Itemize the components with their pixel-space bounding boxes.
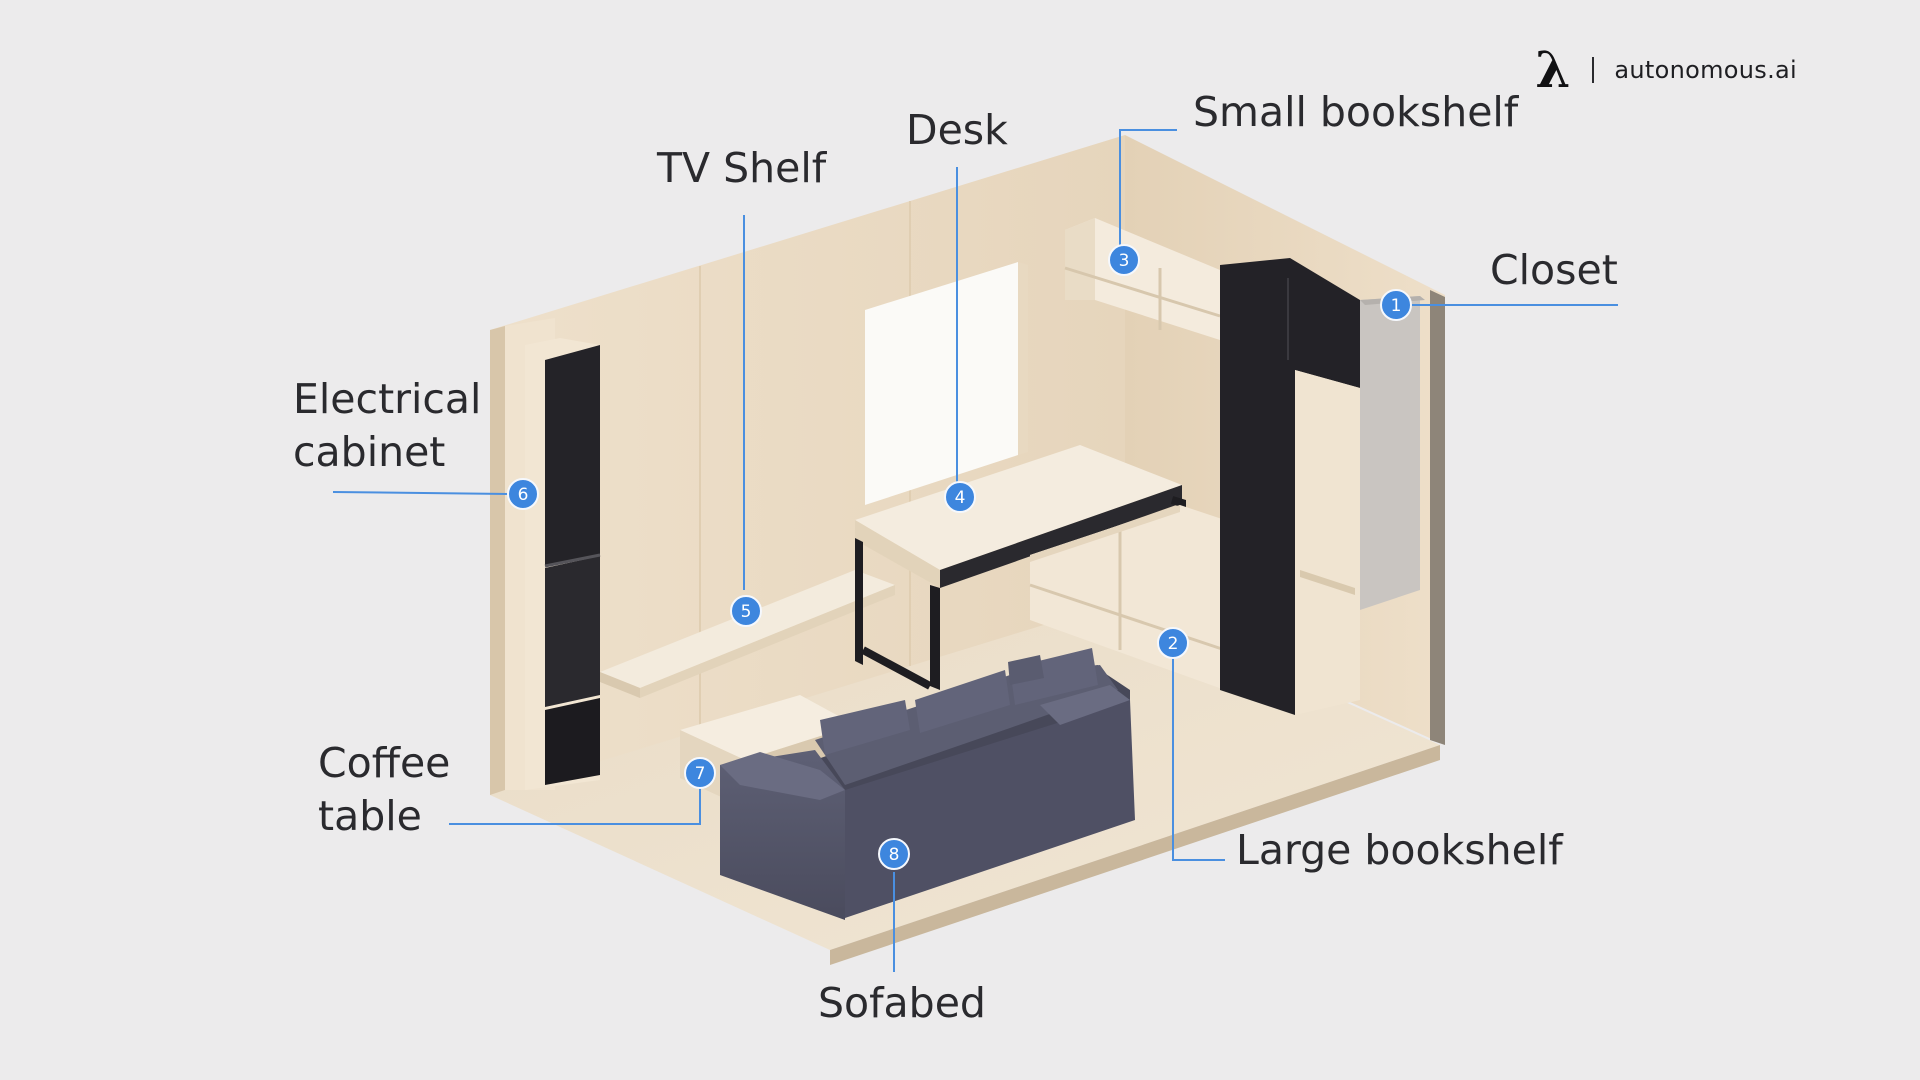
svg-text:5: 5 — [741, 602, 752, 622]
label-small-bookshelf: Small bookshelf — [1193, 88, 1519, 136]
leader-line-large-bookshelf — [1172, 643, 1225, 861]
label-electrical-cabinet: Electrical cabinet — [293, 375, 482, 476]
closet — [1220, 258, 1425, 715]
label-large-bookshelf: Large bookshelf — [1236, 826, 1563, 874]
marker-desk: 4 — [944, 481, 976, 513]
label-sofabed: Sofabed — [818, 979, 986, 1027]
leader-line-small-bookshelf — [1119, 129, 1177, 250]
electrical-cabinet — [525, 338, 601, 790]
label-coffee-table: Coffee table — [318, 739, 451, 840]
marker-tv-shelf: 5 — [730, 595, 762, 627]
marker-sofabed: 8 — [878, 838, 910, 870]
desk — [855, 445, 1186, 690]
marker-small-bookshelf: 3 — [1108, 244, 1140, 276]
marker-large-bookshelf: 2 — [1157, 627, 1189, 659]
svg-text:6: 6 — [518, 485, 529, 505]
sofabed — [720, 648, 1135, 920]
svg-text:2: 2 — [1168, 634, 1179, 654]
tv-shelf — [600, 570, 895, 698]
svg-text:7: 7 — [695, 764, 706, 784]
svg-text:4: 4 — [955, 488, 966, 508]
small-bookshelf — [1064, 218, 1221, 340]
label-tv-shelf: TV Shelf — [657, 144, 827, 192]
brand-logo: λ autonomous.ai — [1535, 44, 1797, 96]
brand-name: autonomous.ai — [1614, 56, 1797, 84]
leader-line-electrical-cabinet — [332, 491, 511, 495]
lambda-icon: λ — [1535, 40, 1571, 99]
svg-text:3: 3 — [1119, 251, 1130, 271]
label-desk: Desk — [906, 106, 1008, 154]
leader-lines — [332, 129, 1618, 972]
marker-electrical-cabinet: 6 — [507, 478, 539, 510]
marker-coffee-table: 7 — [684, 757, 716, 789]
marker-closet: 1 — [1380, 289, 1412, 321]
leader-line-coffee-table — [449, 778, 701, 825]
brand-divider — [1592, 57, 1595, 83]
window — [865, 262, 1028, 505]
svg-text:8: 8 — [889, 845, 900, 865]
svg-text:1: 1 — [1391, 296, 1402, 316]
label-closet: Closet — [1490, 246, 1618, 294]
